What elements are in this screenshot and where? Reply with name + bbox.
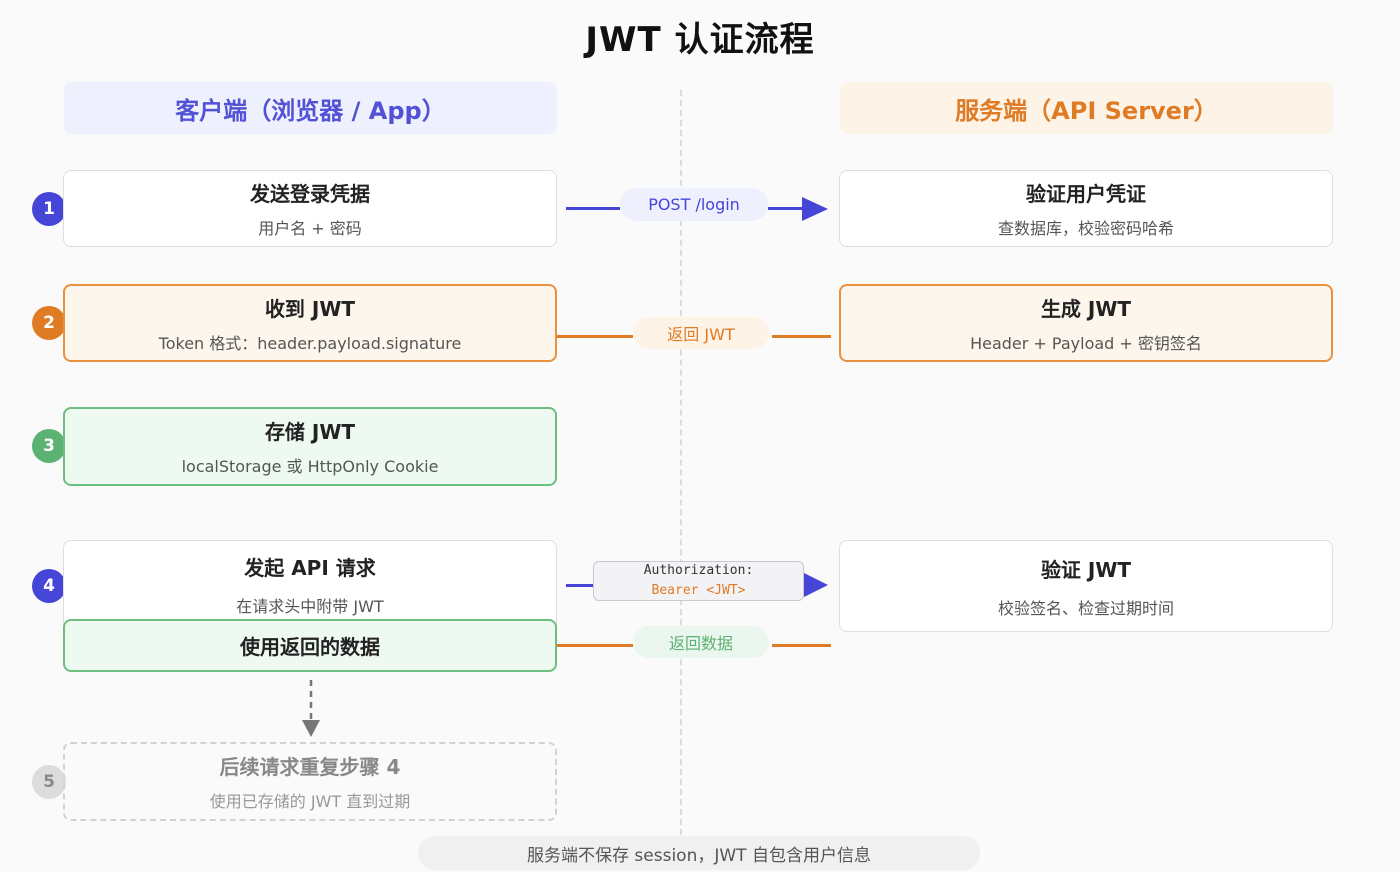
api-request-line-left [566,584,593,587]
send-credentials-title: 发送登录凭据 [250,182,370,206]
verify-credentials-subtitle: 查数据库，校验密码哈希 [997,219,1174,238]
api-request-arrow-head [804,573,828,597]
generate-jwt-title: 生成 JWT [1040,296,1132,321]
api-request-subtitle: 在请求头中附带 JWT [236,597,384,616]
send-credentials-box: 发送登录凭据 用户名 + 密码 [63,170,557,247]
receive-jwt-subtitle: Token 格式：header.payload.signature [158,333,462,353]
api-request-title: 发起 API 请求 [244,556,376,580]
repeat-requests-title: 后续请求重复步骤 4 [219,755,401,779]
login-arrow-line-left [566,207,620,210]
return-jwt-label: 返回 JWT [633,317,769,349]
step-badge-5: 5 [32,765,66,799]
generate-jwt-subtitle: Header + Payload + 密钥签名 [970,333,1202,353]
verify-jwt-box: 验证 JWT 校验签名、检查过期时间 [839,540,1333,632]
store-jwt-title: 存储 JWT [264,420,356,444]
footer-note: 服务端不保存 session，JWT 自包含用户信息 [418,836,980,870]
send-credentials-subtitle: 用户名 + 密码 [258,219,362,238]
server-column-header: 服务端（API Server） [840,82,1333,134]
repeat-requests-subtitle: 使用已存储的 JWT 直到过期 [209,792,411,811]
client-column-header: 客户端（浏览器 / App） [64,82,557,134]
verify-credentials-title: 验证用户凭证 [1026,182,1146,206]
return-data-line-left [557,644,633,647]
step-badge-1: 1 [32,192,66,226]
receive-jwt-title: 收到 JWT [264,296,356,321]
step-badge-3: 3 [32,429,66,463]
repeat-down-arrow [302,680,320,737]
receive-jwt-box: 收到 JWT Token 格式：header.payload.signature [63,284,557,362]
return-data-label: 返回数据 [633,626,769,658]
step-badge-4: 4 [32,569,66,603]
verify-credentials-box: 验证用户凭证 查数据库，校验密码哈希 [839,170,1333,247]
store-jwt-box: 存储 JWT localStorage 或 HttpOnly Cookie [63,407,557,486]
login-request-label: POST /login [620,188,768,221]
return-jwt-line-right [772,335,831,338]
return-data-line-right [772,644,831,647]
authorization-header-box: Authorization: Bearer <JWT> [593,561,804,601]
generate-jwt-box: 生成 JWT Header + Payload + 密钥签名 [839,284,1333,362]
center-divider [680,90,682,835]
return-jwt-line-left [557,335,633,338]
use-data-title: 使用返回的数据 [240,635,380,659]
verify-jwt-subtitle: 校验签名、检查过期时间 [997,598,1174,618]
repeat-requests-box: 后续请求重复步骤 4 使用已存储的 JWT 直到过期 [63,742,557,821]
diagram-title: JWT 认证流程 [585,20,815,60]
verify-jwt-title: 验证 JWT [1040,557,1132,582]
store-jwt-subtitle: localStorage 或 HttpOnly Cookie [181,457,439,476]
authorization-header-value: Bearer <JWT> [651,583,746,598]
authorization-header-key: Authorization: [643,563,754,578]
step-badge-2: 2 [32,306,66,340]
use-data-box: 使用返回的数据 [63,619,557,672]
api-request-box: 发起 API 请求 在请求头中附带 JWT [63,540,557,630]
login-arrow-line-right [768,207,806,210]
login-arrow-head [802,197,828,221]
